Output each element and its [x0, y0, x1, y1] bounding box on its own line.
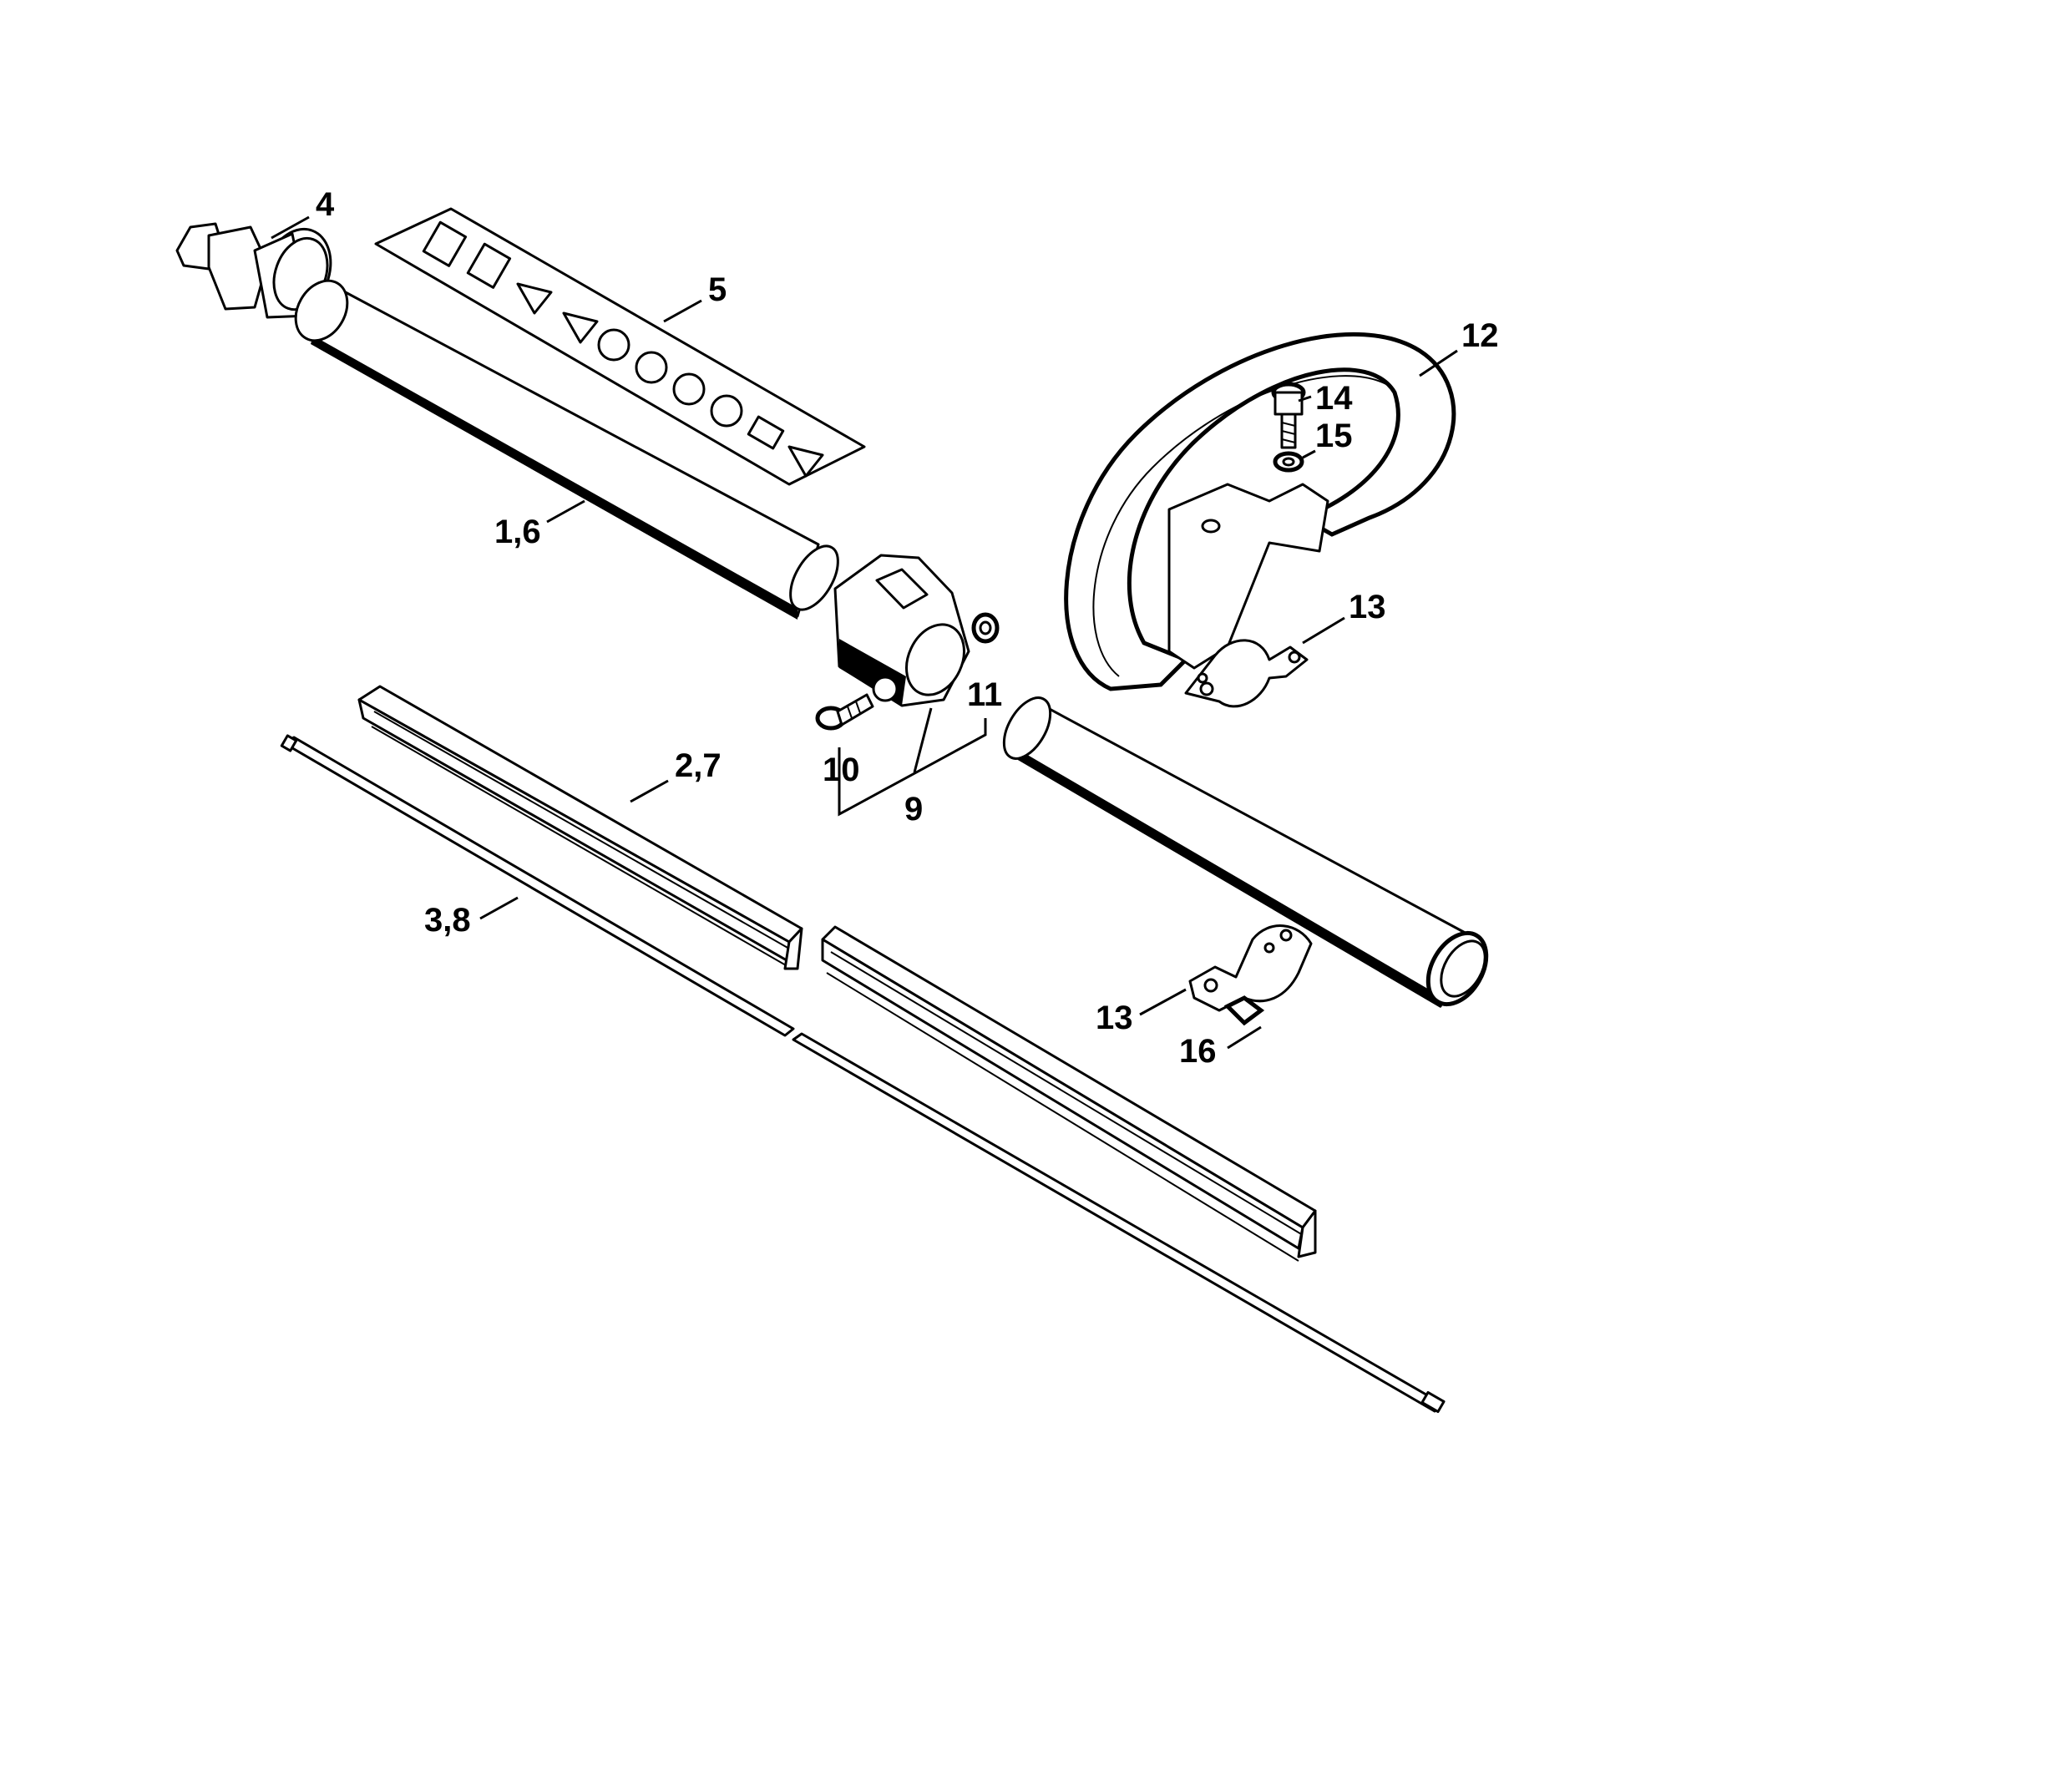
callout-1-6: 1,6: [494, 514, 541, 550]
part-15-washer: [1273, 451, 1304, 473]
callout-13-lower: 13: [1096, 1000, 1133, 1036]
part-11-nut: [971, 612, 1000, 644]
part-13-upper-clamp: [1184, 639, 1309, 708]
callout-12: 12: [1461, 317, 1499, 354]
callout-11: 11: [967, 676, 1002, 713]
part-13-lower-clamp: [1188, 924, 1313, 1012]
leader-lines: [271, 215, 1458, 1050]
part-14-handle-screw: [1271, 382, 1306, 449]
part-3-8-drive-shaft: [280, 734, 1446, 1414]
bracket-9: [838, 707, 987, 817]
callout-9: 9: [904, 791, 923, 828]
part-lower-tube: [1002, 696, 1489, 1008]
part-1-6-upper-tube: [294, 279, 839, 620]
part-10-screw: [815, 693, 874, 731]
callout-13-upper: 13: [1349, 589, 1386, 625]
part-12-loop-handle: [1064, 332, 1456, 691]
callout-3-8: 3,8: [424, 902, 471, 939]
part-9-clamp-housing: [833, 554, 970, 707]
callout-4: 4: [316, 186, 335, 223]
callout-15: 15: [1315, 418, 1353, 454]
callout-10: 10: [823, 752, 860, 788]
callout-2-7: 2,7: [675, 747, 722, 784]
callout-16: 16: [1179, 1033, 1217, 1070]
callout-5: 5: [708, 271, 727, 308]
part-5-warning-decal: [374, 207, 866, 486]
part-2-7-shaft-liner: [357, 685, 1317, 1262]
callout-14: 14: [1315, 380, 1353, 417]
part-16-square-nut: [1223, 995, 1265, 1026]
